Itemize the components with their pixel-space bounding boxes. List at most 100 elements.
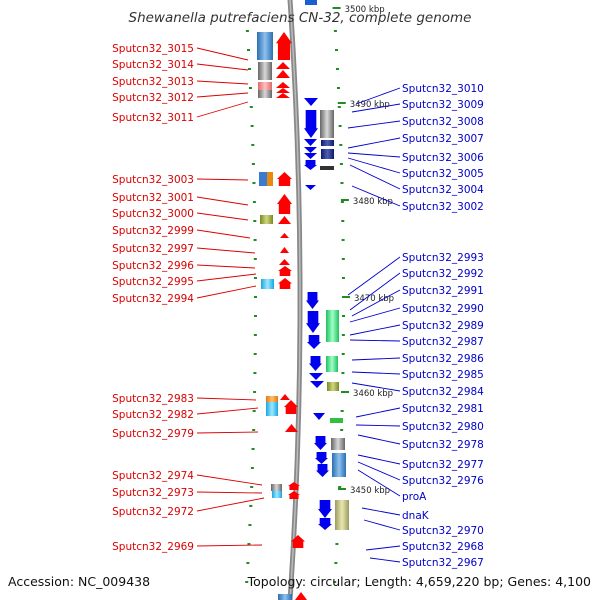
gene-label-left: Sputcn32_3001 [112, 192, 194, 204]
leader-line-right [349, 272, 401, 311]
topology-text: Topology: circular; Length: 4,659,220 bp… [247, 574, 591, 589]
leader-line-right [347, 256, 401, 296]
forward-gene-arrow [276, 70, 290, 78]
tick-mark-left [253, 372, 257, 374]
leader-line-left [196, 47, 249, 61]
reverse-gene-arrow [304, 147, 317, 153]
gene-box [326, 310, 339, 342]
reverse-gene-arrow [313, 413, 325, 420]
gene-label-right: Sputcn32_2978 [402, 439, 484, 451]
gene-label-right: Sputcn32_3005 [402, 168, 484, 180]
gene-box [326, 356, 338, 372]
forward-gene-arrow [277, 172, 292, 186]
forward-gene-arrow [276, 82, 290, 88]
gene-label-right: Sputcn32_2981 [402, 403, 484, 415]
gene-label-right: dnaK [402, 510, 430, 522]
leader-line-left [196, 101, 249, 118]
forward-gene-arrow [295, 592, 307, 600]
tick-mark-left [253, 258, 257, 260]
tick-mark-left [253, 296, 257, 298]
reverse-gene-arrow [304, 98, 318, 106]
tick-mark-left [252, 429, 256, 431]
gene-box [266, 396, 278, 402]
gene-box [331, 438, 345, 450]
tick-mark-right [336, 68, 340, 70]
leader-line-right [351, 289, 401, 317]
gene-label-right: Sputcn32_2991 [402, 285, 484, 297]
gene-label-right: Sputcn32_2987 [402, 336, 484, 348]
gene-box [260, 215, 273, 224]
reverse-gene-arrow [305, 185, 316, 190]
tick-mark-right [340, 201, 344, 203]
forward-gene-arrow [280, 233, 289, 238]
leader-line-right [347, 120, 401, 129]
tick-mark-right [341, 239, 345, 241]
forward-gene-arrow [276, 32, 292, 60]
gene-label-left: Sputcn32_2969 [112, 541, 194, 553]
tick-mark-left [249, 505, 253, 507]
forward-gene-arrow [285, 424, 298, 432]
leader-line-right [363, 519, 401, 531]
forward-gene-arrow [279, 259, 290, 265]
reverse-gene-arrow [304, 153, 317, 159]
tick-mark-left [250, 125, 254, 127]
forward-gene-arrow [278, 266, 292, 276]
gene-label-right: Sputcn32_2993 [402, 252, 484, 264]
leader-line-right [351, 103, 401, 113]
tick-mark-right [341, 334, 345, 336]
leader-line-right [355, 424, 401, 427]
gene-label-right: Sputcn32_2968 [402, 541, 484, 553]
gene-label-right: Sputcn32_2990 [402, 303, 484, 315]
tick-mark-left [252, 201, 256, 203]
leader-line-left [196, 63, 249, 71]
gene-box [258, 62, 272, 80]
gene-label-left: Sputcn32_2973 [112, 487, 194, 499]
tick-mark-right [337, 106, 341, 108]
accession-text: Accession: NC_009438 [8, 574, 151, 589]
tick-mark-right [341, 258, 345, 260]
reverse-gene-arrow [315, 452, 328, 464]
tick-mark-left [253, 220, 257, 222]
reverse-gene-arrow [316, 464, 329, 477]
tick-mark-left [251, 448, 255, 450]
leader-line-left [196, 212, 249, 221]
gene-label-left: Sputcn32_3011 [112, 112, 194, 124]
gene-label-right: Sputcn32_3010 [402, 83, 484, 95]
gene-box [330, 418, 343, 423]
forward-gene-arrow [288, 491, 300, 499]
tick-mark-left [253, 277, 257, 279]
gene-label-left: Sputcn32_3015 [112, 43, 194, 55]
tick-mark-right [339, 144, 343, 146]
tick-mark-right [341, 277, 345, 279]
gene-label-right: Sputcn32_3008 [402, 116, 484, 128]
leader-line-right [349, 339, 401, 342]
tick-mark-left [252, 410, 256, 412]
gene-label-right: Sputcn32_2980 [402, 421, 484, 433]
gene-box [266, 402, 278, 416]
tick-mark-right [334, 49, 338, 51]
gene-box [320, 166, 334, 170]
gene-label-left: Sputcn32_2983 [112, 393, 194, 405]
gene-box [271, 484, 282, 491]
leader-line-left [196, 397, 257, 401]
leader-line-right [357, 469, 401, 497]
leader-line-left [196, 247, 256, 254]
tick-mark-left [248, 68, 252, 70]
tick-mark-right [340, 410, 344, 412]
gene-label-left: Sputcn32_2995 [112, 276, 194, 288]
scale-tick [332, 7, 341, 9]
leader-line-left [196, 80, 249, 85]
reverse-gene-arrow [309, 373, 323, 380]
gene-label-left: Sputcn32_3012 [112, 92, 194, 104]
tick-mark-left [253, 334, 257, 336]
tick-mark-left [250, 486, 254, 488]
tick-mark-right [334, 562, 338, 564]
scale-label: 3480 kbp [353, 197, 393, 207]
leader-line-right [347, 137, 401, 149]
reverse-gene-arrow [304, 139, 317, 146]
tick-mark-left [245, 581, 249, 583]
forward-gene-arrow [291, 535, 305, 548]
tick-mark-left [246, 49, 250, 51]
gene-box [278, 594, 292, 600]
gene-label-right: Sputcn32_2989 [402, 320, 484, 332]
